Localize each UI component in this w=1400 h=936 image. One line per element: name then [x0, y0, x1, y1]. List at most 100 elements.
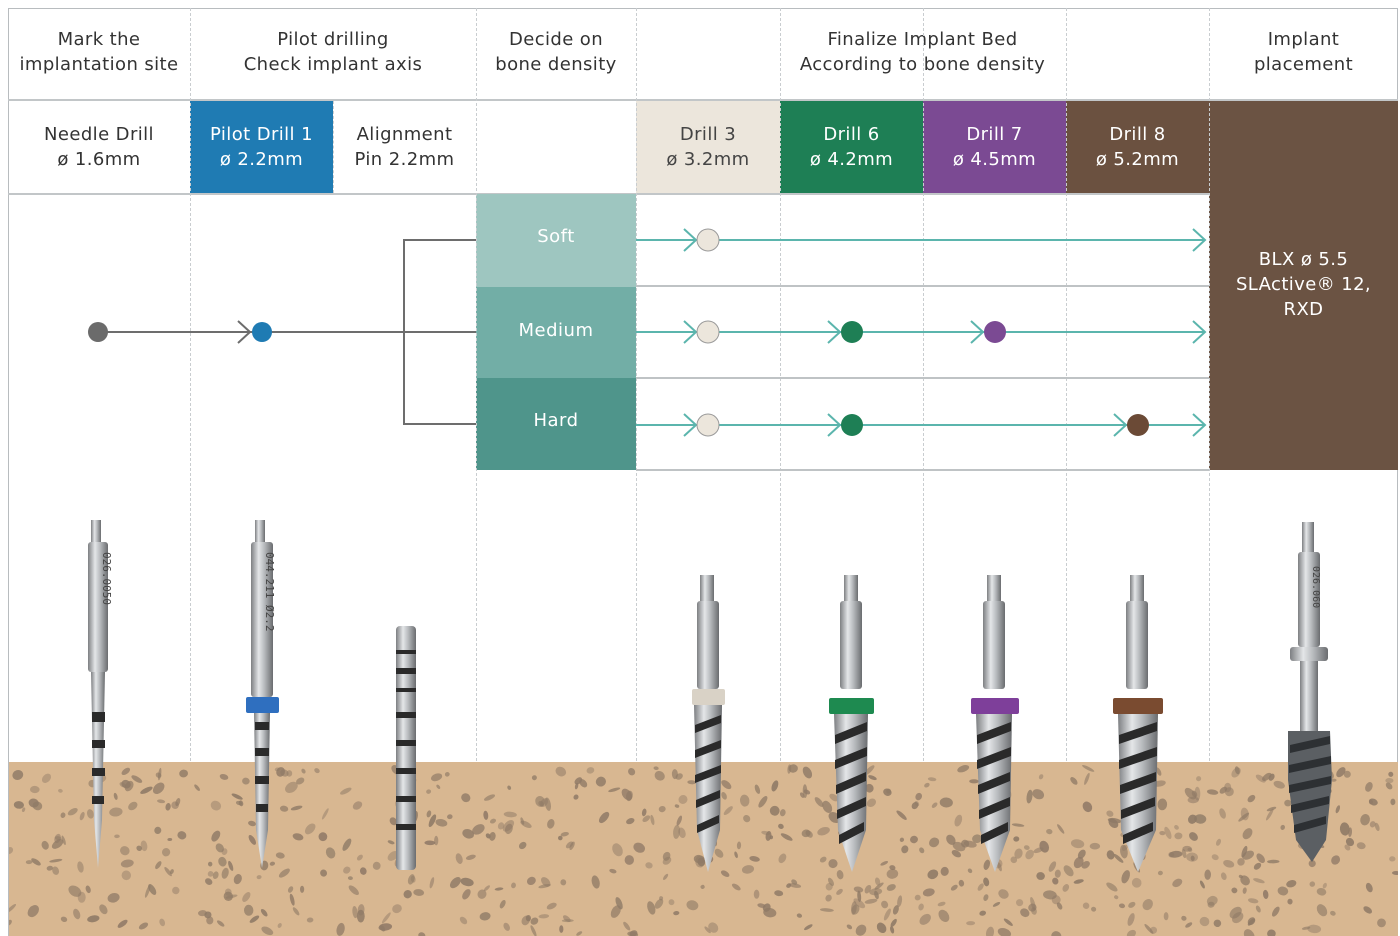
implant-marking: 026.060: [1310, 566, 1321, 608]
bone-spot: [1057, 824, 1065, 834]
bone-spot: [771, 780, 779, 792]
bone-spot: [1271, 906, 1280, 917]
density-label: Soft: [537, 226, 575, 247]
bone-spot: [68, 885, 82, 897]
bone-spot: [347, 876, 353, 881]
bone-spot: [1157, 798, 1168, 811]
bone-spot: [769, 805, 780, 816]
bone-spot: [778, 823, 784, 829]
header-band-top-line: [8, 99, 1398, 101]
step-label-line2: Check implant axis: [243, 54, 423, 75]
bone-spot: [915, 792, 923, 801]
bone-spot: [739, 794, 750, 807]
bone-spot: [658, 805, 666, 813]
bone-spot: [774, 890, 784, 897]
bone-spot: [499, 899, 506, 909]
bone-spot: [58, 788, 63, 793]
bone-spot: [802, 784, 808, 798]
bone-spot: [52, 866, 60, 875]
density-soft: Soft: [476, 194, 636, 287]
bone-spot: [1336, 767, 1346, 778]
tool-needle-drill: Needle Drill ø 1.6mm: [8, 101, 190, 193]
bone-spot: [434, 835, 439, 846]
bone-spot: [131, 775, 143, 783]
bone-spot: [829, 793, 839, 802]
bone-spot: [1128, 901, 1136, 908]
bone-spot: [87, 915, 100, 923]
bone-spot: [753, 889, 760, 899]
bone-spot: [1131, 877, 1142, 888]
bone-spot: [1106, 810, 1114, 817]
tool-label-line1: Needle Drill: [44, 124, 154, 145]
bone-spot: [216, 920, 225, 927]
bone-spot: [654, 898, 664, 909]
bone-spot: [13, 801, 24, 809]
bone-spot: [1091, 906, 1097, 912]
bone-spot: [687, 780, 697, 785]
bone-spot: [1242, 887, 1247, 894]
bone-spot: [1199, 880, 1205, 889]
bone-spot: [1168, 851, 1175, 858]
bone-spot: [462, 889, 471, 900]
bone-spot: [1174, 825, 1179, 830]
bone-spot: [1063, 865, 1074, 877]
bone-spot: [741, 865, 755, 874]
bone-spot: [387, 840, 395, 845]
bone-spot: [276, 767, 285, 777]
bone-spot: [673, 910, 680, 916]
bone-spot: [285, 781, 298, 794]
bone-spot: [940, 866, 949, 876]
bone-spot: [73, 908, 81, 920]
bone-spot: [286, 770, 293, 777]
bone-spot: [292, 907, 300, 916]
bone-spot: [12, 770, 24, 780]
bone-spot: [530, 925, 537, 936]
bone-spot: [827, 877, 835, 887]
bone-spot: [152, 782, 165, 795]
bone-spot: [301, 768, 306, 774]
bone-spot: [595, 776, 606, 787]
bone-spot: [865, 783, 874, 793]
bone-spot: [1238, 874, 1244, 879]
bone-spot: [503, 922, 510, 931]
column-guide: [1066, 8, 1067, 936]
bone-spot: [1073, 879, 1084, 884]
bone-spot: [114, 834, 120, 839]
bone-spot: [1023, 845, 1030, 850]
bone-spot: [1243, 929, 1255, 936]
bone-spot: [647, 901, 656, 915]
bone-spot: [155, 772, 162, 778]
bone-spot: [1070, 777, 1078, 785]
bone-spot: [1360, 814, 1370, 826]
bone-spot: [874, 877, 881, 886]
bone-spot: [1014, 848, 1023, 859]
bone-spot: [1392, 870, 1398, 876]
tool-label-line2: ø 5.2mm: [1095, 149, 1180, 170]
tool-label-line1: Drill 6: [823, 124, 880, 145]
bone-spot: [1335, 805, 1341, 814]
bone-spot: [855, 924, 867, 936]
bone-spot: [1287, 898, 1293, 905]
bone-spot: [502, 820, 515, 832]
bone-spot: [248, 834, 256, 845]
bone-spot: [573, 794, 579, 800]
bone-spot: [459, 916, 468, 925]
bone-spot: [628, 768, 636, 776]
bone-spot: [714, 848, 724, 858]
drill-6-dot: [841, 321, 863, 343]
bone-spot: [969, 779, 979, 784]
bone-spot: [49, 858, 63, 863]
bone-spot: [206, 916, 214, 925]
bone-spot: [851, 901, 857, 915]
bone-spot: [1223, 859, 1235, 868]
bone-spot: [804, 924, 813, 931]
column-guide: [476, 8, 477, 936]
bone-spot: [675, 773, 683, 780]
bone-spot: [460, 877, 474, 887]
bone-spot: [511, 882, 516, 889]
bone-spot: [179, 769, 188, 778]
bone-spot: [889, 865, 896, 871]
tool-label-line1: Drill 7: [966, 124, 1023, 145]
bone-spot: [1234, 766, 1240, 775]
bone-spot: [1106, 882, 1118, 892]
